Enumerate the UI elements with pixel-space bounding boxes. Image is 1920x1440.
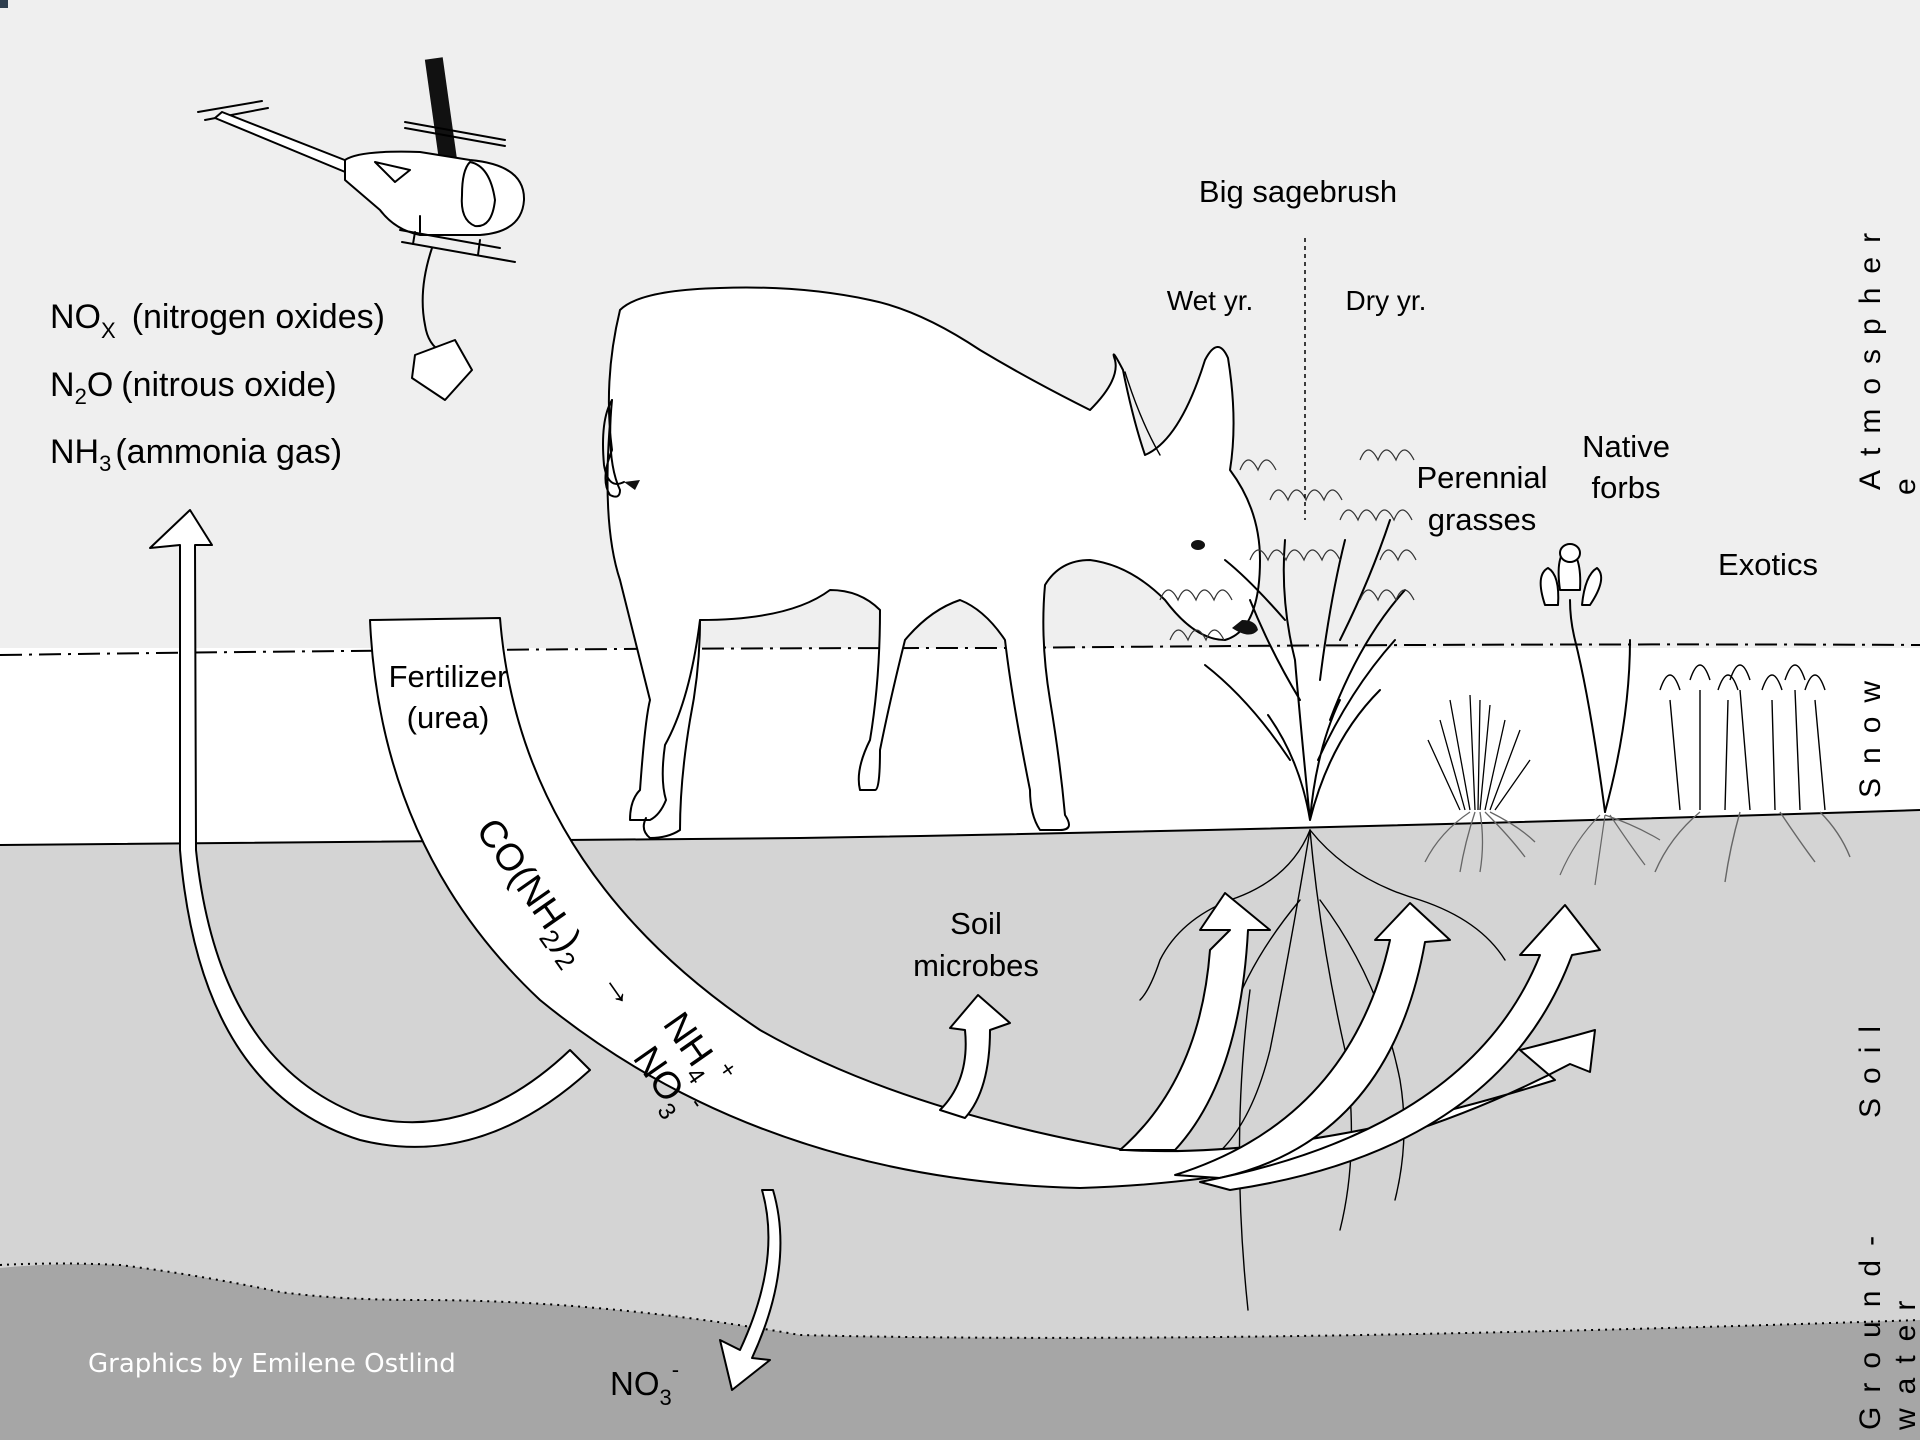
sagebrush-label: Big sagebrush bbox=[1199, 174, 1397, 209]
dry-year-label: Dry yr. bbox=[1346, 285, 1427, 316]
snow-zone-label: Snow bbox=[1854, 667, 1887, 798]
corner-mark bbox=[0, 0, 8, 8]
groundwater-zone-label-line1: Ground- bbox=[1854, 1222, 1887, 1430]
soil-microbes-label-line2: microbes bbox=[913, 948, 1039, 983]
perennial-grasses-label-line1: Perennial bbox=[1417, 460, 1548, 495]
native-forbs-label-line2: forbs bbox=[1592, 470, 1661, 505]
n2o-label: N2O(nitrous oxide) bbox=[50, 366, 337, 409]
perennial-grasses-label-line2: grasses bbox=[1428, 502, 1537, 537]
graphics-credit: Graphics by Emilene Ostlind bbox=[88, 1349, 456, 1379]
wet-year-label: Wet yr. bbox=[1167, 285, 1254, 316]
nh3-label: NH3(ammonia gas) bbox=[50, 433, 342, 476]
fertilizer-label: Fertilizer bbox=[389, 659, 508, 694]
soil-microbes-label-line1: Soil bbox=[950, 906, 1002, 941]
groundwater-zone-label-line2: water bbox=[1889, 1287, 1920, 1431]
soil-zone-label: Soil bbox=[1854, 1012, 1887, 1118]
native-forbs-label-line1: Native bbox=[1582, 429, 1670, 464]
fertilizer-type-label: (urea) bbox=[407, 700, 490, 735]
atmosphere-zone-label: Atmospher bbox=[1854, 219, 1887, 490]
exotics-label: Exotics bbox=[1718, 547, 1818, 582]
atmosphere-zone-label-wrap: e bbox=[1889, 464, 1920, 495]
